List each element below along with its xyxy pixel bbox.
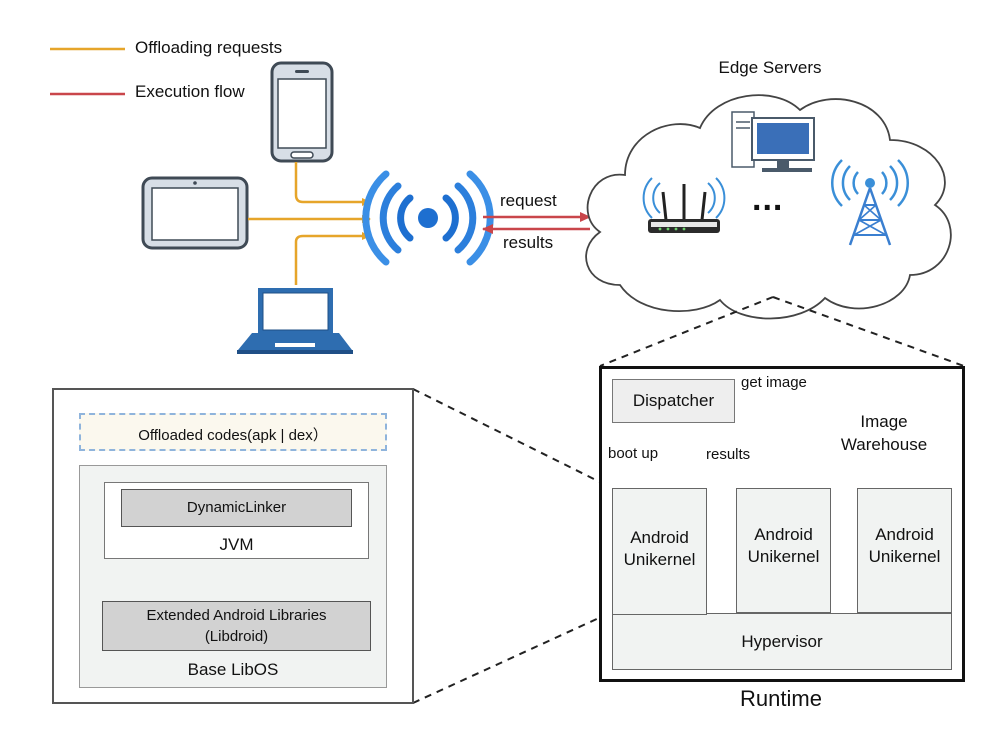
ellipsis-more-servers: ...: [752, 180, 784, 218]
dispatcher-label: Dispatcher: [632, 391, 715, 410]
tablet-icon: [141, 176, 249, 250]
image-warehouse-label-line2: Warehouse: [840, 435, 928, 454]
android-unikernel-box-3: Android Unikernel: [857, 488, 952, 613]
unikernel-1-line1: Android: [630, 528, 689, 547]
smartphone-icon: [270, 61, 334, 163]
unikernel-1-line2: Unikernel: [623, 550, 696, 569]
android-unikernel-box-2: Android Unikernel: [736, 488, 831, 613]
offloaded-codes-box: Offloaded codes(apk | dex）: [79, 413, 387, 451]
edge-cloud: [585, 94, 952, 320]
libraries-label-line1: Extended Android Libraries: [146, 607, 327, 624]
legend-execution-label: Execution flow: [135, 82, 245, 101]
laptop-icon: [237, 288, 353, 354]
edge-servers-title: Edge Servers: [718, 58, 822, 77]
base-libos-label: Base LibOS: [187, 660, 279, 679]
runtime-title: Runtime: [740, 686, 822, 711]
image-warehouse-label-line1: Image: [860, 412, 908, 431]
router-icon: [642, 177, 726, 233]
dispatcher-box: Dispatcher: [612, 379, 735, 423]
dynamic-linker-label: DynamicLinker: [186, 499, 287, 516]
boot-up-label: boot up: [608, 445, 659, 462]
zoom-line-libos-top: [412, 388, 613, 489]
legend-offloading-label: Offloading requests: [135, 38, 283, 57]
hypervisor-box: Hypervisor: [612, 613, 952, 670]
offload-arrow-laptop: [294, 232, 371, 285]
libraries-label-line2: (Libdroid): [204, 628, 269, 645]
get-image-label: get image: [741, 374, 807, 391]
zoom-line-cloud-right: [772, 296, 965, 367]
results-label: results: [503, 233, 554, 252]
wifi-icon: [362, 170, 494, 266]
desktop-computer-icon: [731, 111, 815, 172]
zoom-line-cloud-left: [599, 296, 774, 367]
hypervisor-label: Hypervisor: [741, 632, 823, 651]
jvm-label: JVM: [219, 535, 254, 554]
unikernel-3-line1: Android: [875, 525, 934, 544]
android-unikernel-box-1: Android Unikernel: [612, 488, 707, 615]
dynamic-linker-box: DynamicLinker: [121, 489, 352, 527]
results-runtime-label: results: [706, 446, 751, 463]
cell-tower-icon: [831, 159, 909, 246]
request-label: request: [500, 191, 557, 210]
unikernel-2-line1: Android: [754, 525, 813, 544]
zoom-line-libos-bottom: [412, 611, 613, 704]
unikernel-2-line2: Unikernel: [747, 547, 820, 566]
offloaded-codes-label: Offloaded codes(apk | dex）: [138, 427, 328, 444]
extended-android-libraries-box: Extended Android Libraries (Libdroid): [102, 601, 371, 651]
offload-arrow-phone: [294, 162, 371, 206]
unikernel-3-line2: Unikernel: [868, 547, 941, 566]
